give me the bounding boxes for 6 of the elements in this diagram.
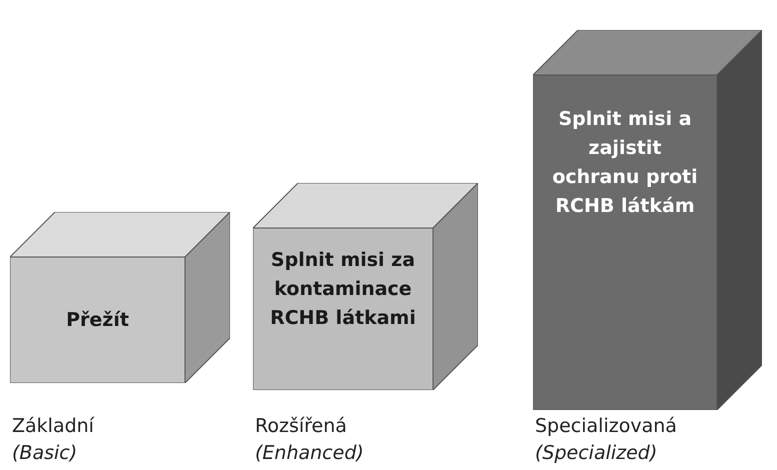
caption-text: Základní (Basic): [12, 414, 96, 466]
box-label: Splnit misi a zajistit ochranu proti RCHB látkám: [551, 107, 699, 219]
box-label: Přežít: [65, 308, 130, 332]
caption-text: Rozšířená (Enhanced): [255, 414, 365, 466]
caption-text: Specializovaná (Specialized): [535, 414, 678, 466]
box-label: Splnit misi za kontaminace RCHB látkami: [269, 248, 417, 331]
